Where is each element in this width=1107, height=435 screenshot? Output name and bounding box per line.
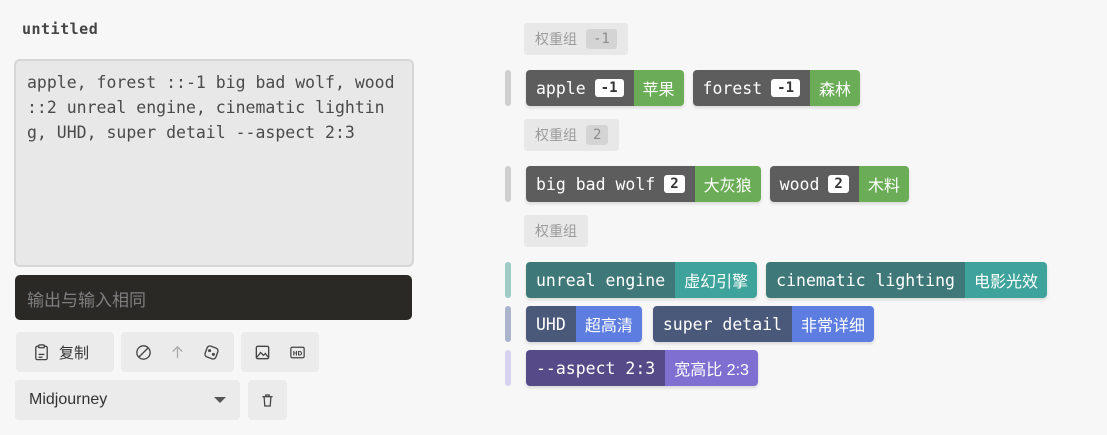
group-weight: -1 <box>586 29 617 49</box>
tag-text: unreal engine <box>526 262 676 298</box>
tag-translation: 森林 <box>810 70 861 106</box>
tag-text: forest <box>702 78 763 98</box>
group-label: 权重组 <box>524 215 588 247</box>
group-indicator <box>505 70 511 106</box>
tag-apple[interactable]: apple -1 苹果 <box>526 70 684 106</box>
tag-big-bad-wolf[interactable]: big bad wolf 2 大灰狼 <box>526 166 761 202</box>
tag-translation: 非常详细 <box>792 306 875 342</box>
tag-row: unreal engine 虚幻引擎 cinematic lighting 电影… <box>526 262 1047 298</box>
tag-translation: 虚幻引擎 <box>675 262 758 298</box>
image-icon[interactable] <box>253 343 272 362</box>
tag-cinematic-lighting[interactable]: cinematic lighting 电影光效 <box>766 262 1047 298</box>
tag-text: super detail <box>652 306 793 342</box>
tag-translation: 超高清 <box>575 306 642 342</box>
tag-text: cinematic lighting <box>766 262 965 298</box>
tag-translation: 宽高比 2:3 <box>665 350 758 386</box>
svg-text:HD: HD <box>293 351 303 357</box>
tag-text: big bad wolf <box>536 174 656 194</box>
chevron-down-icon <box>214 397 226 403</box>
tag-text: wood <box>779 174 820 194</box>
group-weight: 2 <box>586 125 609 145</box>
tag-unreal-engine[interactable]: unreal engine 虚幻引擎 <box>526 262 758 298</box>
tag-wood[interactable]: wood 2 木料 <box>769 166 909 202</box>
group-indicator <box>505 166 511 202</box>
group-label: 权重组 -1 <box>524 23 628 55</box>
group-label-text: 权重组 <box>535 31 577 47</box>
tag-text: apple <box>536 78 586 98</box>
group-label-text: 权重组 <box>535 127 577 143</box>
prompt-input[interactable]: apple, forest ::-1 big bad wolf, wood ::… <box>14 59 414 267</box>
tag-row: apple -1 苹果 forest -1 森林 <box>526 70 861 106</box>
media-tools: HD <box>241 332 319 372</box>
delete-button[interactable] <box>248 380 287 420</box>
tag-weight: -1 <box>771 79 801 97</box>
tag-uhd[interactable]: UHD 超高清 <box>526 306 642 342</box>
tag-translation: 苹果 <box>633 70 684 106</box>
tag-translation: 木料 <box>858 166 909 202</box>
document-title: untitled <box>22 20 99 38</box>
copy-button[interactable]: 复制 <box>16 332 114 372</box>
no-entry-icon[interactable] <box>134 343 153 362</box>
tag-translation: 大灰狼 <box>694 166 761 202</box>
dice-icon[interactable] <box>202 343 221 362</box>
tag-text: UHD <box>526 306 576 342</box>
group-indicator-param <box>505 350 511 386</box>
tag-row: big bad wolf 2 大灰狼 wood 2 木料 <box>526 166 909 202</box>
tag-weight: 2 <box>664 175 685 193</box>
tag-weight: -1 <box>594 79 624 97</box>
group-indicator-style <box>505 262 511 298</box>
copy-label: 复制 <box>59 344 90 362</box>
group-indicator-quality <box>505 306 511 342</box>
tag-text: --aspect 2:3 <box>526 350 666 386</box>
group-label-text: 权重组 <box>535 223 577 239</box>
tag-forest[interactable]: forest -1 森林 <box>692 70 861 106</box>
group-label: 权重组 2 <box>524 119 620 151</box>
model-select[interactable]: Midjourney <box>15 380 240 420</box>
tag-weight: 2 <box>828 175 849 193</box>
clipboard-icon <box>32 343 51 362</box>
hd-icon[interactable]: HD <box>288 343 307 362</box>
tag-row: --aspect 2:3 宽高比 2:3 <box>526 350 758 386</box>
arrow-up-icon[interactable] <box>168 343 187 362</box>
tag-row: UHD 超高清 super detail 非常详细 <box>526 306 875 342</box>
tag-super-detail[interactable]: super detail 非常详细 <box>652 306 875 342</box>
output-field[interactable]: 输出与输入相同 <box>15 275 412 320</box>
edit-tools <box>121 332 234 372</box>
trash-icon <box>262 393 273 407</box>
model-select-value: Midjourney <box>29 391 108 408</box>
tag-translation: 电影光效 <box>964 262 1047 298</box>
tag-aspect[interactable]: --aspect 2:3 宽高比 2:3 <box>526 350 758 386</box>
